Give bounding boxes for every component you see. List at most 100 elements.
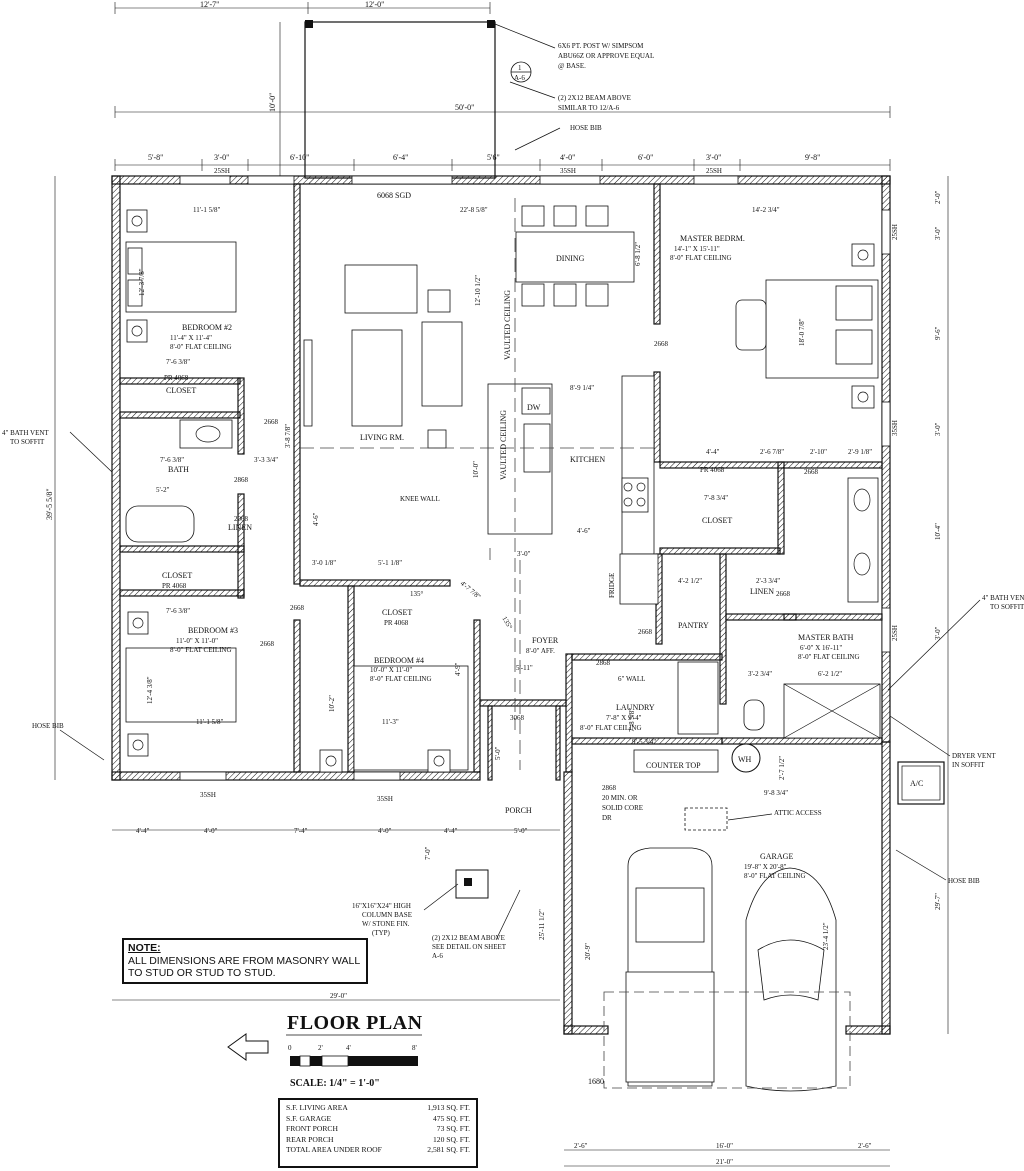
plan-linework: [845, 1025, 891, 1035]
plan-linework: [127, 279, 143, 307]
plan-linework: [351, 175, 453, 185]
dining-label: DINING: [556, 254, 585, 263]
dim-closet-w: 7'-6 3/8": [166, 358, 190, 366]
plan-linework: [299, 579, 451, 587]
door-pr4068-b4: PR 4068: [384, 619, 409, 627]
plan-linework: [636, 497, 646, 507]
scale-tick-8: 8': [412, 1044, 417, 1052]
bathtub: [125, 505, 195, 543]
door-2868-laundry: 2868: [596, 659, 611, 667]
bedroom2-ceiling: 8'-0" FLAT CEILING: [170, 343, 232, 351]
plan-linework: [119, 589, 245, 597]
window-25sh-2: 25SH: [706, 167, 722, 175]
furniture: DW FRIDGE COUNTER TOP WH A/C: [125, 205, 945, 899]
dim-bottom-c: 7'-4": [294, 827, 308, 835]
plan-linework: [727, 813, 773, 821]
laundry-size: 7'-8" X 9'-4": [606, 714, 642, 722]
dim-kitchen-w: 8'-9 1/4": [570, 384, 594, 392]
door-2068-linen: 2068: [234, 515, 249, 523]
ac-unit: [897, 761, 945, 805]
plan-linework: [119, 411, 241, 419]
callout-beam-rear-1: (2) 2X12 BEAM ABOVE: [558, 94, 631, 102]
plan-linework: [348, 1056, 418, 1066]
dim-porch-d2: 7'-0": [424, 846, 432, 860]
scale-tick-4: 4': [346, 1044, 351, 1052]
counter-top: [633, 749, 719, 773]
plan-linework: [127, 611, 149, 635]
closet-b2-label: CLOSET: [166, 386, 196, 395]
master-vanity: [847, 477, 879, 603]
plan-linework: [563, 771, 573, 1035]
callout-beam-front-3: A-6: [432, 952, 443, 960]
plan-linework: [835, 285, 873, 321]
callout-column-2: COLUMN BASE: [362, 911, 412, 919]
callout-garage-door-4: DR: [602, 814, 612, 822]
dim-garage-overall: 21'-0": [716, 1158, 733, 1166]
plan-linework: [563, 1025, 609, 1035]
area-unit: SQ. FT.: [446, 1124, 470, 1133]
closet-b3-label: CLOSET: [162, 571, 192, 580]
dim-top-d: 6'-4": [393, 153, 408, 162]
area-value: 73: [436, 1124, 445, 1133]
dim-b3-d: 12'-4 3/8": [146, 676, 154, 704]
callout-attic: ATTIC ACCESS: [774, 809, 822, 817]
plan-linework: [603, 991, 851, 1089]
dim-mb-w2: 6'-2 1/2": [818, 670, 842, 678]
door-2668-b3: 2668: [260, 640, 275, 648]
door-pr4068-b3: PR 4068: [162, 582, 187, 590]
foyer-name: FOYER: [532, 636, 559, 645]
dim-top-i: 9'-8": [805, 153, 820, 162]
dim-b4-d: 10'-2": [328, 695, 336, 712]
dim-top-g: 6'-0": [638, 153, 653, 162]
dim-pr-w2: 2'-6 7/8": [760, 448, 784, 456]
callout-post-2: ABU66Z OR APPROVE EQUAL: [558, 52, 654, 60]
master-bath-size: 6'-0" X 16'-11": [800, 644, 842, 652]
plan-linework: [290, 1056, 300, 1066]
area-row: S.F. LIVING AREA 1,913 SQ. FT.: [286, 1103, 470, 1114]
area-unit: SQ. FT.: [446, 1134, 470, 1144]
plan-linework: [487, 705, 493, 781]
dim-bottom-d: 4'-0": [378, 827, 392, 835]
dim-island-b: 4'-6": [577, 527, 591, 535]
drawing-title: FLOOR PLAN: [287, 1012, 423, 1034]
master-bath-ceiling: 8'-0" FLAT CEILING: [798, 653, 860, 661]
bedroom3-ceiling: 8'-0" FLAT CEILING: [170, 646, 232, 654]
scale-tick-0: 0: [288, 1044, 292, 1052]
top-dimensions: 12'-7" 12'-0" 50'-0" 5'-8" 3'-0" 6'-10" …: [114, 0, 891, 171]
living-label: LIVING RM.: [360, 433, 404, 442]
dining-table: [515, 231, 635, 283]
dim-island: 4'-6": [312, 512, 320, 526]
garage-ceiling: 8'-0" FLAT CEILING: [744, 872, 806, 880]
counter-top-label: COUNTER TOP: [646, 761, 701, 770]
plan-linework: [114, 159, 891, 171]
rear-porch: 10'-0" 6X6 PT. POST W/ SIMPSOM ABU66Z OR…: [268, 20, 654, 200]
area-label: REAR PORCH: [286, 1134, 334, 1144]
dim-b3-w2: 11'-1 5/8": [196, 718, 224, 726]
callout-vent-left-2: TO SOFFIT: [10, 438, 45, 446]
garage-vehicles: [603, 847, 851, 1092]
laundry-name: LAUNDRY: [616, 703, 655, 712]
room-labels: BEDROOM #2 11'-4" X 11'-4" 8'-0" FLAT CE…: [162, 234, 860, 1086]
master-ceiling: 8'-0" FLAT CEILING: [670, 254, 732, 262]
area-unit: SQ. FT.: [446, 1145, 470, 1154]
bed-b3: [125, 647, 237, 723]
plan-linework: [635, 887, 705, 943]
plan-linework: [553, 283, 577, 307]
column-base: [455, 869, 489, 899]
plan-linework: [131, 215, 143, 227]
plan-linework: [179, 771, 227, 781]
callout-column-3: W/ STONE FIN.: [362, 920, 410, 928]
plan-linework: [881, 741, 891, 1035]
dim-right-b: 3'-0": [934, 226, 942, 240]
bedroom2-size: 11'-4" X 11'-4": [170, 334, 212, 342]
plan-linework: [195, 425, 221, 443]
plan-linework: [479, 699, 567, 707]
plan-linework: [473, 619, 481, 773]
dim-master-d: 18'-0 7/8": [798, 318, 806, 346]
plan-linework: [119, 545, 245, 553]
plan-linework: [310, 1056, 322, 1066]
plan-linework: [131, 325, 143, 337]
window-35sh-3: 35SH: [377, 795, 393, 803]
plan-linework: [585, 283, 609, 307]
plan-linework: [857, 391, 869, 403]
